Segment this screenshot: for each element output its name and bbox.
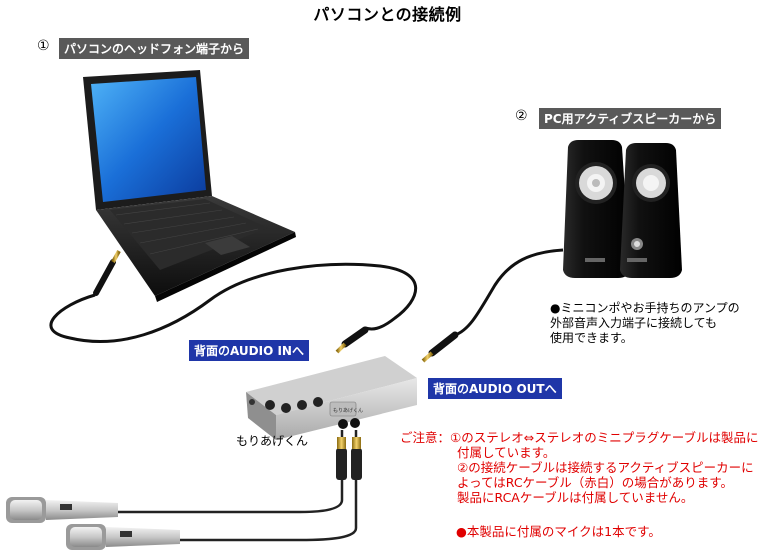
device-brand-label: もりあげくん bbox=[333, 407, 363, 414]
caution-block: ご注意：①のステレオ⇔ステレオのミニプラグケーブルは製品に 付属しています。 ②… bbox=[400, 430, 758, 505]
speaker-note-line-3: 使用できます。 bbox=[550, 331, 633, 345]
laptop-illustration bbox=[83, 70, 296, 302]
moriage-device: もりあげくん bbox=[246, 356, 417, 440]
caution-line-1: ①のステレオ⇔ステレオのミニプラグケーブルは製品に bbox=[450, 430, 759, 445]
speakers-illustration bbox=[563, 140, 682, 278]
speaker-cable bbox=[421, 248, 564, 363]
caution-line-3: ②の接続ケーブルは接続するアクティブスピーカーに bbox=[457, 460, 754, 475]
speaker-note-line-2: 外部音声入力端子に接続しても bbox=[550, 316, 718, 330]
caution-line-2: 付属しています。 bbox=[457, 445, 556, 460]
speaker-note-line-1: ●ミニコンポやお手持ちのアンプの bbox=[550, 301, 740, 315]
mic-cables bbox=[110, 430, 362, 542]
caution-line-4: よってはRCケーブル（赤白）の場合があります。 bbox=[457, 475, 734, 490]
device-name-label: もりあげくん bbox=[236, 434, 309, 448]
mic-note: ●本製品に付属のマイクは1本です。 bbox=[456, 524, 661, 539]
caution-line-5: 製品にRCAケーブルは付属していません。 bbox=[457, 490, 694, 505]
microphone-2 bbox=[66, 524, 180, 550]
speaker-note: ●ミニコンポやお手持ちのアンプの 外部音声入力端子に接続しても 使用できます。 bbox=[550, 301, 740, 346]
audio-in-label: 背面のAUDIO INへ bbox=[189, 340, 309, 361]
section1-number: ① bbox=[37, 38, 50, 54]
page-title: パソコンとの接続例 bbox=[313, 5, 462, 24]
section1-label: パソコンのヘッドフォン端子から bbox=[59, 38, 250, 59]
stereo-mini-cable bbox=[49, 250, 418, 354]
microphone-1 bbox=[6, 497, 118, 523]
section2-label: PC用アクティブスピーカーから bbox=[539, 108, 722, 129]
audio-out-label: 背面のAUDIO OUTへ bbox=[428, 378, 562, 399]
caution-heading: ご注意： bbox=[400, 430, 451, 445]
section2-number: ② bbox=[515, 108, 528, 124]
